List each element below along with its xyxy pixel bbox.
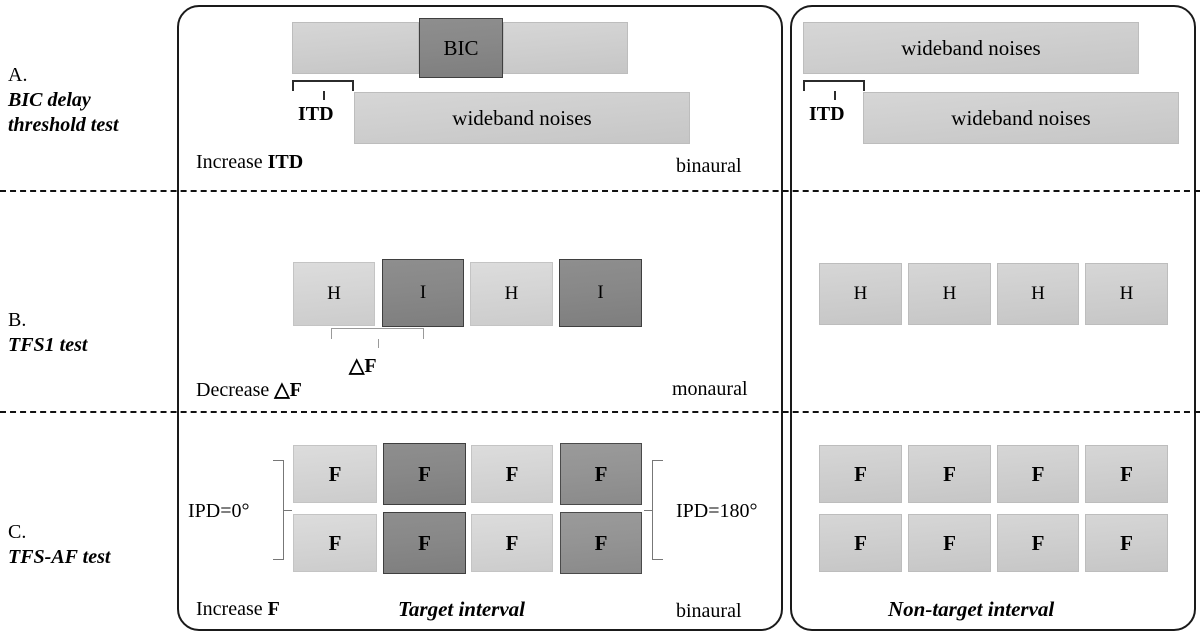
row-a-target-itd-label: ITD <box>298 103 334 125</box>
row-c-ipd0-label: IPD=0° <box>188 500 250 522</box>
row-c-procedure-label: Increase F <box>196 598 280 621</box>
row-c-nontarget-bottom-box-2: F <box>908 514 991 572</box>
target-interval-panel <box>177 5 783 631</box>
row-c-ipd180-label: IPD=180° <box>676 500 758 522</box>
row-c-nontarget-bottom-box-1: F <box>819 514 902 572</box>
nontarget-interval-panel <box>790 5 1196 631</box>
brace-tick <box>644 510 653 511</box>
row-b-deltaf-brace <box>331 328 424 348</box>
row-a-target-wideband-bar: wideband noises <box>354 92 690 144</box>
divider-row-b-c <box>0 411 1200 413</box>
row-b-target-box-4: I <box>559 259 642 327</box>
row-b-target-box-1: H <box>293 262 375 326</box>
target-interval-caption: Target interval <box>398 597 525 621</box>
row-b-procedure-prefix: Decrease <box>196 379 275 401</box>
brace-tick <box>283 510 292 511</box>
brace-tick <box>323 91 325 100</box>
row-a-target-bar-segment-right <box>503 22 628 74</box>
row-letter-b: B. <box>8 309 27 331</box>
row-c-target-bottom-box-2: F <box>383 512 466 574</box>
row-a-target-bar-segment-left <box>292 22 419 74</box>
row-label-b: B. TFS1 test <box>8 283 173 358</box>
row-a-procedure-label: Increase ITD <box>196 151 303 174</box>
row-letter-c: C. <box>8 521 27 543</box>
row-b-deltaf-label: △F <box>349 355 377 377</box>
row-c-ipd0-bracket <box>273 460 292 560</box>
row-c-target-top-box-3: F <box>471 445 553 503</box>
row-b-nontarget-box-2: H <box>908 263 991 325</box>
row-c-nontarget-top-box-4: F <box>1085 445 1168 503</box>
row-name-a: BIC delay threshold test <box>8 89 119 136</box>
row-b-mode-label: monaural <box>672 378 748 400</box>
row-b-nontarget-box-4: H <box>1085 263 1168 325</box>
row-a-procedure-param: ITD <box>267 151 304 173</box>
row-b-nontarget-box-3: H <box>997 263 1079 325</box>
brace-tick <box>834 91 836 100</box>
row-label-c: C. TFS-AF test <box>8 495 173 570</box>
row-a-procedure-prefix: Increase <box>196 151 268 173</box>
row-c-target-bottom-box-3: F <box>471 514 553 572</box>
row-b-procedure-label: Decrease △F <box>196 377 302 402</box>
row-b-target-box-2: I <box>382 259 464 327</box>
row-label-a: A. BIC delay threshold test <box>8 38 173 138</box>
row-a-target-bic-box: BIC <box>419 18 503 78</box>
row-b-procedure-param: △F <box>274 379 302 401</box>
row-a-nontarget-itd-brace <box>803 80 865 100</box>
row-c-target-bottom-box-4: F <box>560 512 642 574</box>
row-a-nontarget-itd-label: ITD <box>809 103 845 125</box>
row-c-procedure-param: F <box>267 598 280 620</box>
row-name-c: TFS-AF test <box>8 546 111 568</box>
row-a-nontarget-wideband-bar-bottom: wideband noises <box>863 92 1179 144</box>
row-a-nontarget-wideband-bar-top: wideband noises <box>803 22 1139 74</box>
row-a-target-itd-brace <box>292 80 354 100</box>
row-c-target-top-box-4: F <box>560 443 642 505</box>
row-b-nontarget-box-1: H <box>819 263 902 325</box>
row-c-nontarget-top-box-3: F <box>997 445 1079 503</box>
row-a-mode-label: binaural <box>676 155 742 177</box>
row-c-nontarget-top-box-1: F <box>819 445 902 503</box>
nontarget-interval-caption: Non-target interval <box>888 597 1055 621</box>
row-c-mode-label: binaural <box>676 600 742 622</box>
row-c-ipd180-bracket <box>644 460 663 560</box>
row-b-target-box-3: H <box>470 262 553 326</box>
row-c-target-top-box-2: F <box>383 443 466 505</box>
divider-row-a-b <box>0 190 1200 192</box>
row-letter-a: A. <box>8 64 28 86</box>
row-c-nontarget-bottom-box-4: F <box>1085 514 1168 572</box>
row-c-nontarget-top-box-2: F <box>908 445 991 503</box>
row-c-target-top-box-1: F <box>293 445 377 503</box>
row-name-b: TFS1 test <box>8 334 88 356</box>
brace-tick <box>377 339 379 348</box>
row-c-target-bottom-box-1: F <box>293 514 377 572</box>
row-c-procedure-prefix: Increase <box>196 598 268 620</box>
row-c-nontarget-bottom-box-3: F <box>997 514 1079 572</box>
